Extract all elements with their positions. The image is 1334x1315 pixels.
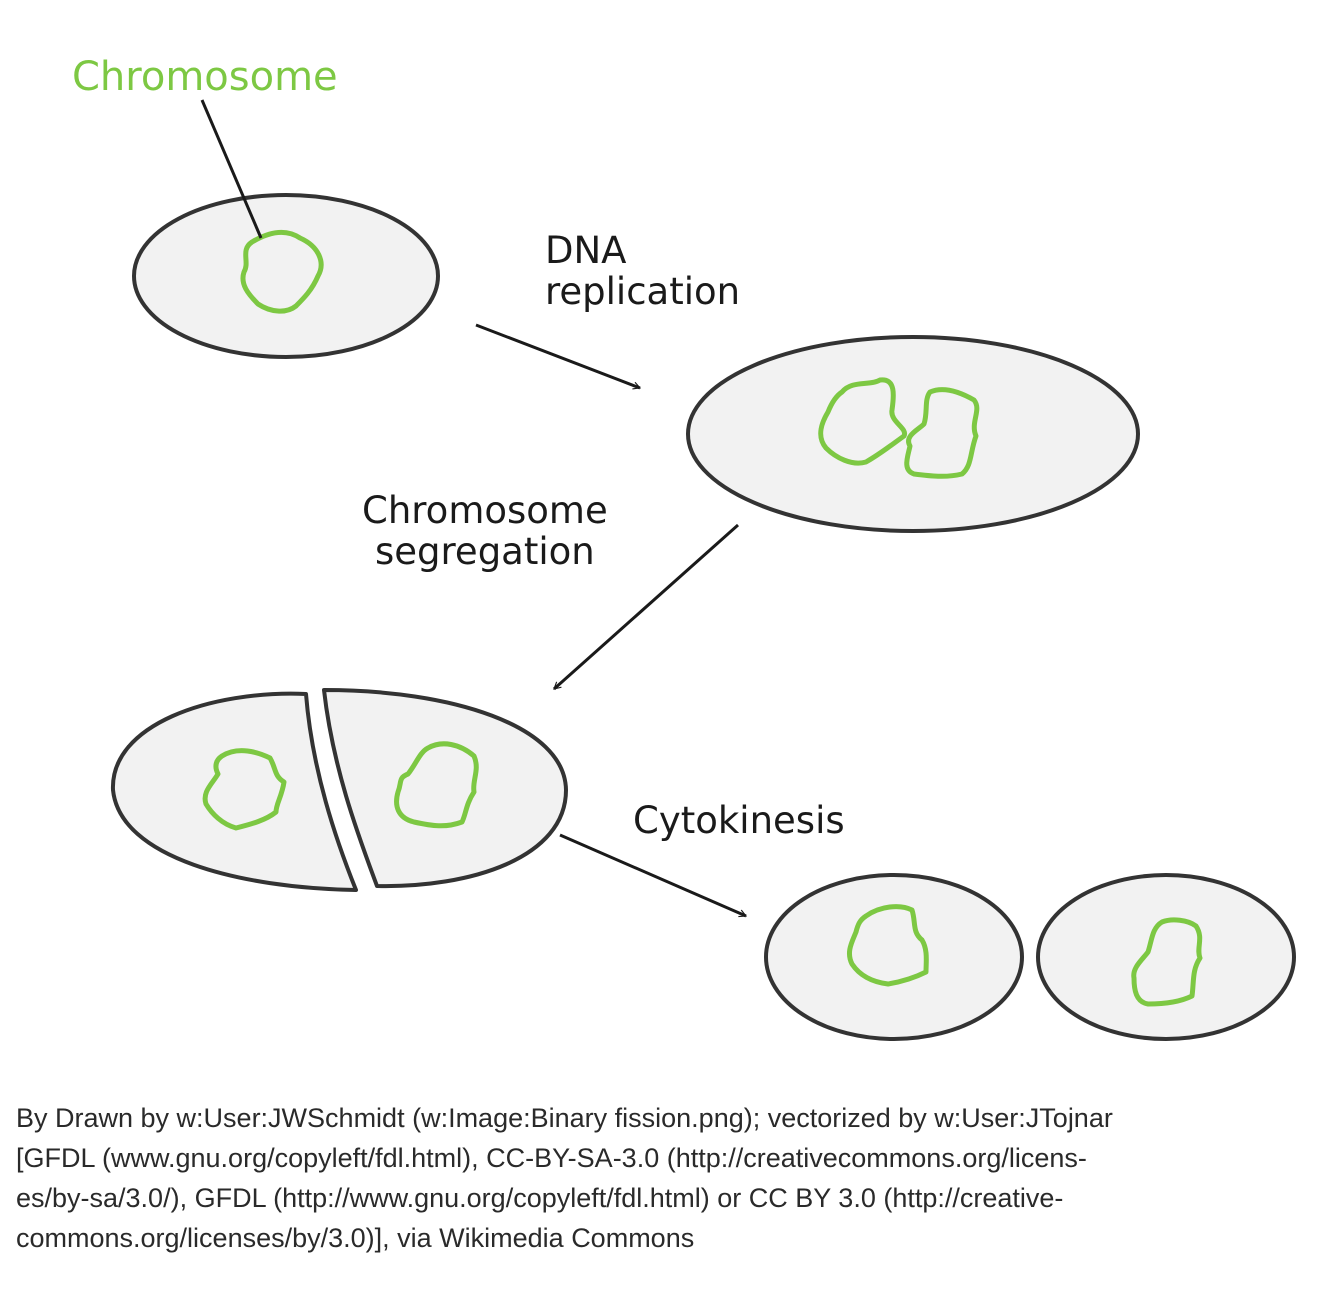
dividing-cell-left-half — [110, 691, 358, 892]
binary-fission-diagram — [110, 99, 1296, 1041]
chromosome-loop-right — [904, 387, 980, 479]
credit-line: es/by-sa/3.0/), GFDL (http://www.gnu.org… — [16, 1183, 1064, 1213]
arrow-cytokinesis — [559, 833, 748, 918]
chromosome-segregation-label-line: Chromosome — [362, 489, 608, 532]
chromosome-segregation-label: Chromosome segregation — [362, 490, 608, 573]
cell-stage-3-dividing — [110, 688, 568, 892]
credit-line: commons.org/licenses/by/3.0)], via Wikim… — [16, 1223, 695, 1253]
chromosome-pointer-line — [200, 99, 263, 239]
chromosome-loop — [1131, 917, 1203, 1007]
dividing-cell-right-half — [322, 688, 568, 889]
chromosome-loop — [240, 229, 324, 314]
chromosome-loop — [847, 904, 929, 987]
cell-stage-2 — [686, 335, 1140, 533]
chromosome-label: Chromosome — [72, 54, 338, 100]
chromosome-loop-left — [818, 377, 908, 466]
dna-replication-label-line: replication — [545, 270, 741, 314]
chromosome-segregation-label-line: segregation — [375, 530, 595, 574]
arrow-chromosome-segregation — [553, 523, 739, 691]
daughter-cell-right — [1036, 873, 1296, 1041]
daughter-cell-left — [764, 873, 1024, 1041]
arrow-dna-replication — [475, 323, 642, 390]
credit-line: By Drawn by w:User:JWSchmidt (w:Image:Bi… — [16, 1103, 1113, 1133]
chromosome-loop-left — [202, 748, 287, 831]
cytokinesis-label: Cytokinesis — [633, 799, 845, 842]
credit-line: [GFDL (www.gnu.org/copyleft/fdl.html), C… — [16, 1143, 1087, 1173]
dna-replication-label: DNA replication — [545, 230, 740, 313]
cell-stage-1 — [132, 193, 440, 359]
chromosome-loop-right — [394, 741, 479, 829]
dna-replication-label-line: DNA — [545, 229, 627, 272]
attribution-credit: By Drawn by w:User:JWSchmidt (w:Image:Bi… — [16, 1098, 1326, 1258]
